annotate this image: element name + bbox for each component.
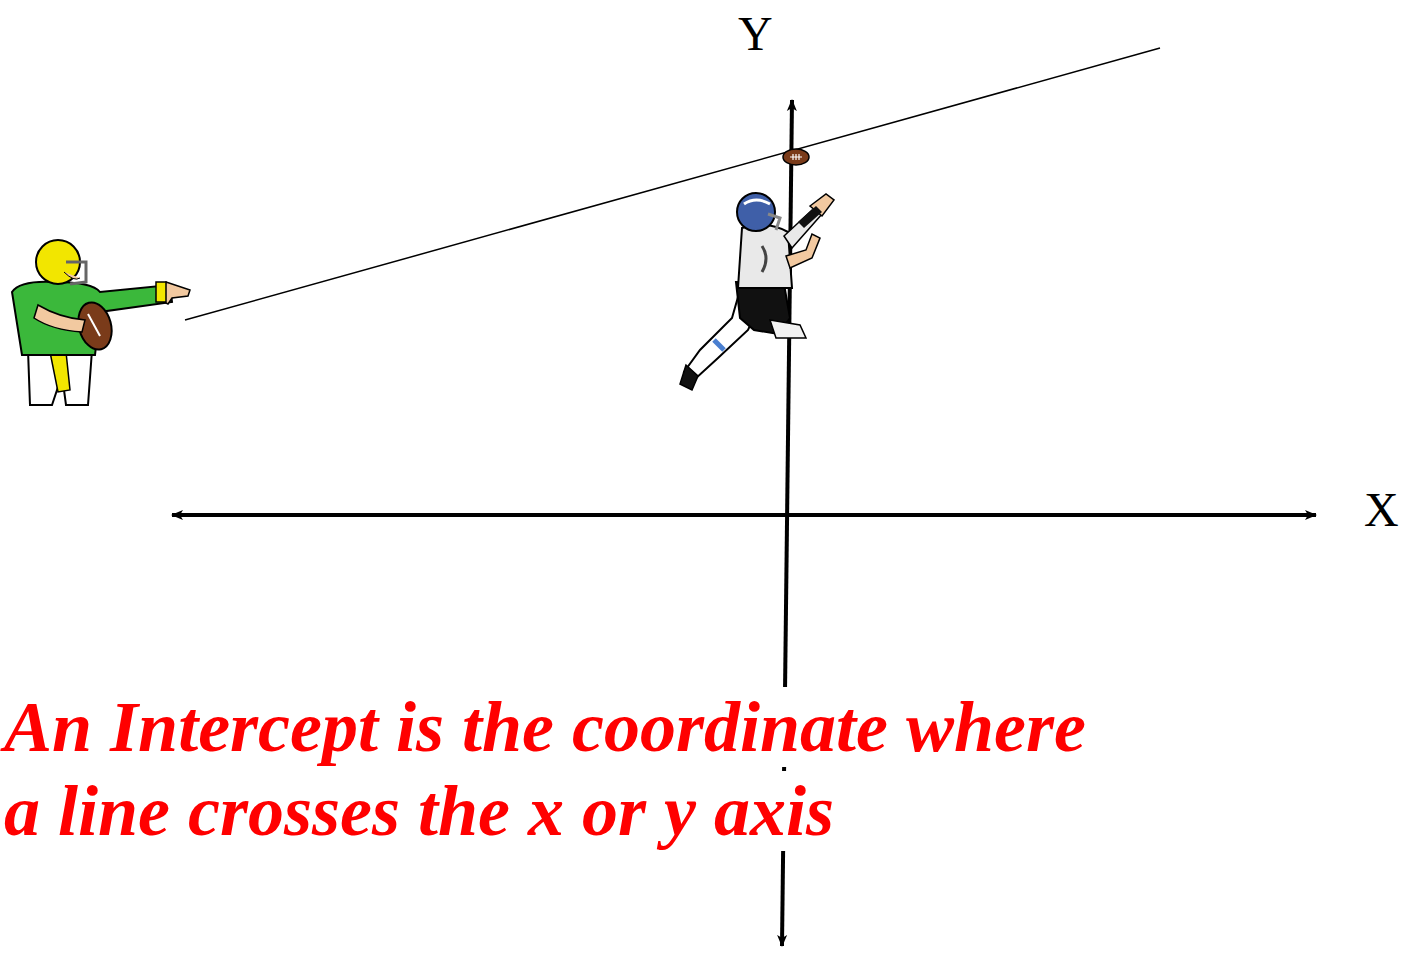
axis-label-holder: X [1364,482,1399,538]
receiver-figure [680,193,834,390]
definition-note: An Intercept is the coordinate where a l… [4,687,1086,851]
axis-label: Y [738,7,773,60]
football [783,149,809,165]
quarterback-figure [12,240,190,405]
axis-label: X [1364,483,1399,536]
definition-note-holder: An Intercept is the coordinate where a l… [4,685,1094,853]
x-axis [172,513,1316,517]
trajectory-line [185,48,1160,320]
axis-label-holder: Y [738,6,773,62]
